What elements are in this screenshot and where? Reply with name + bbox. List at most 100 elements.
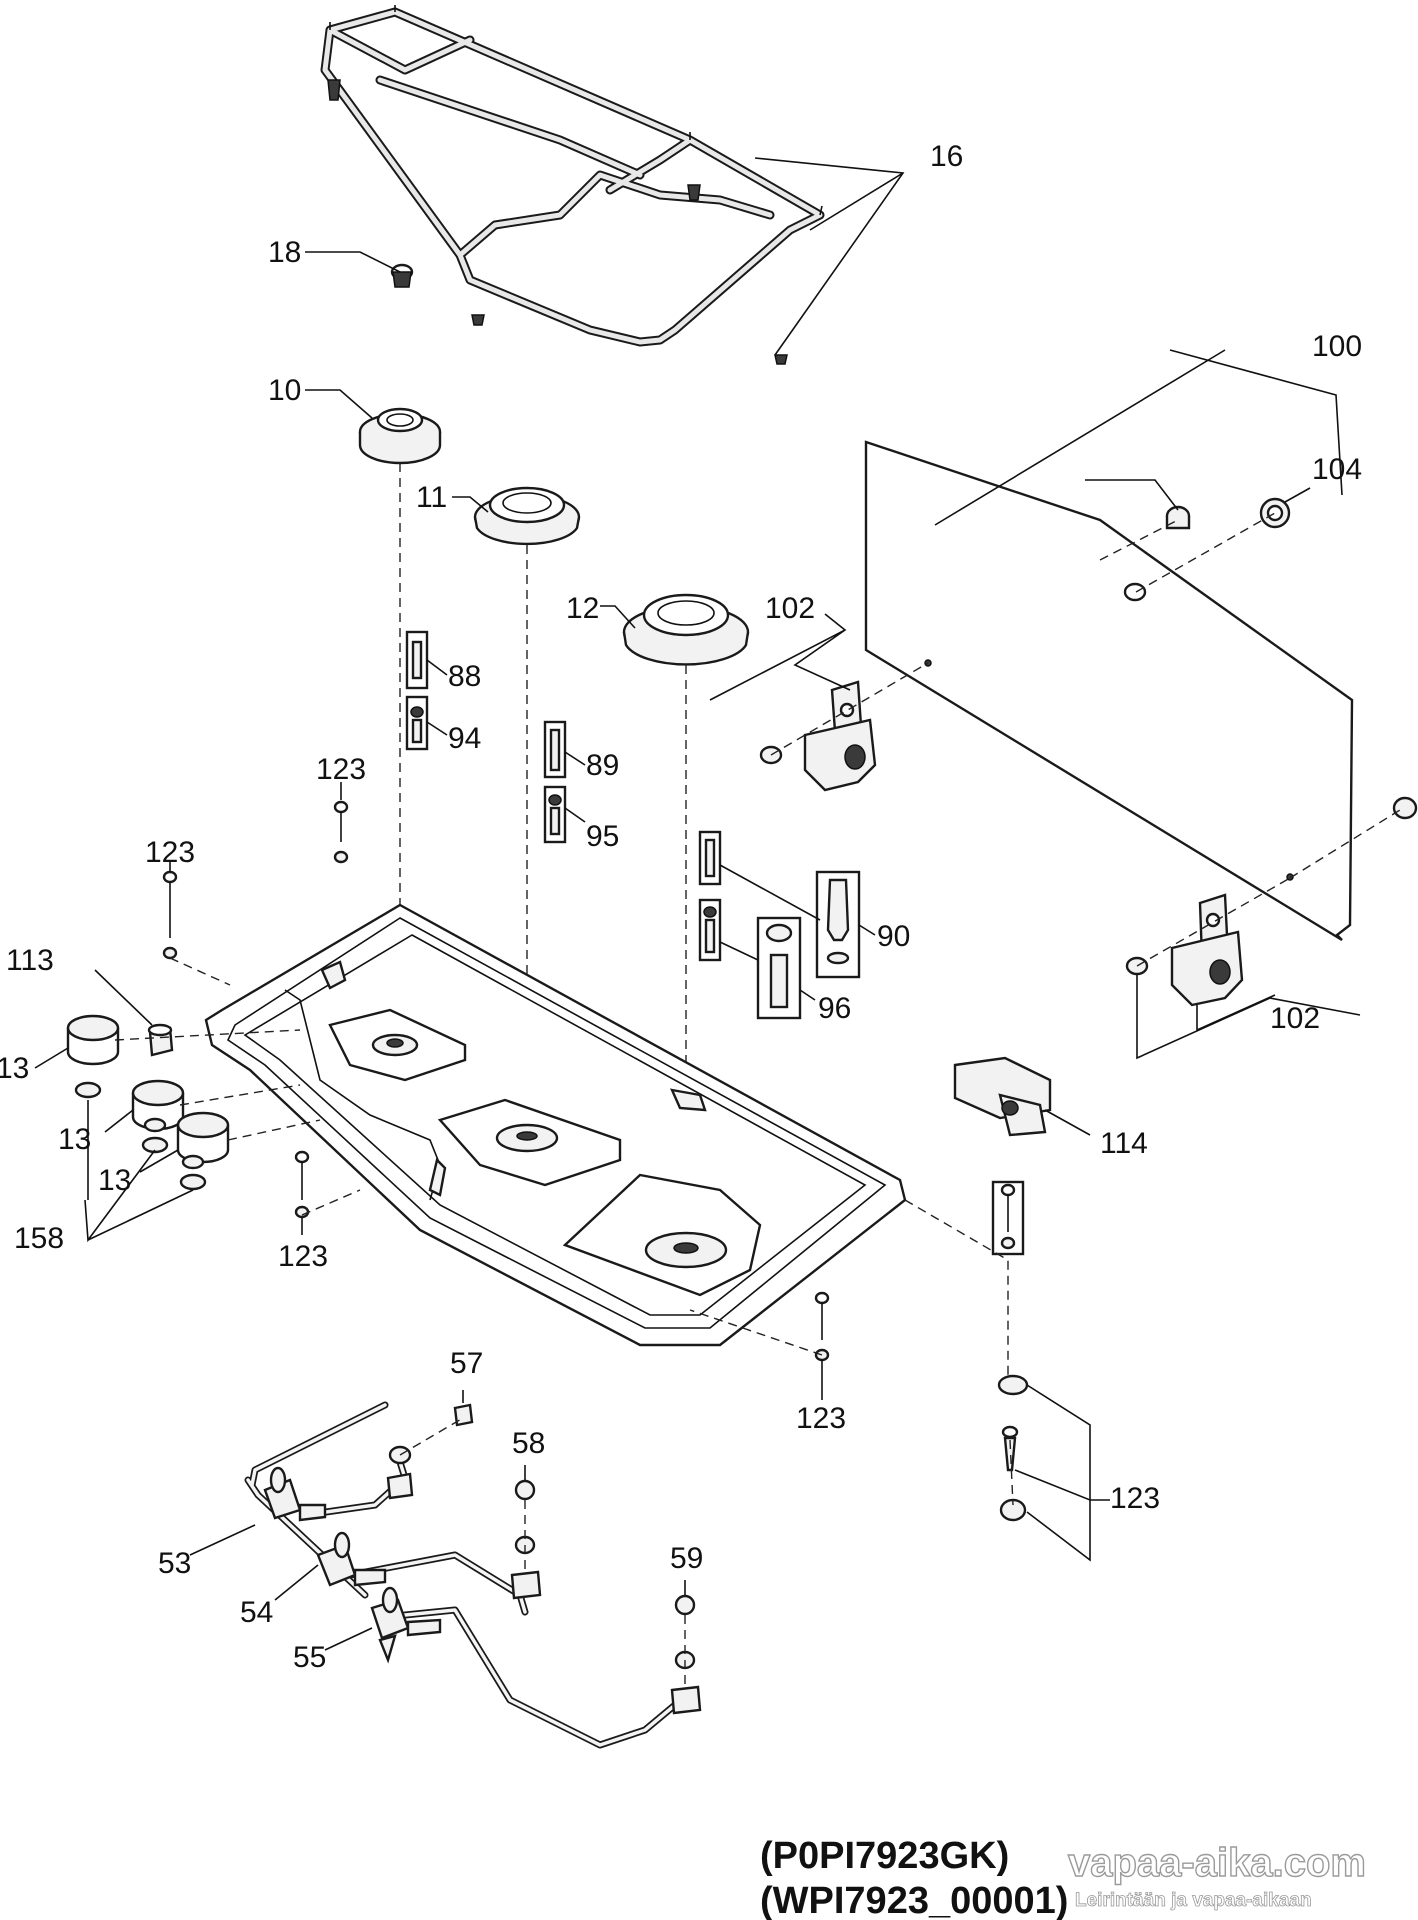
label-100: 100 (1312, 330, 1362, 363)
leader-158 (84, 1100, 194, 1243)
leader-89 (564, 751, 586, 766)
grate-foot-parts (327, 79, 788, 365)
label-16: 16 (930, 140, 963, 173)
lid-hinge-upper (803, 680, 877, 792)
knob-13-b (131, 1079, 185, 1154)
label-53: 53 (158, 1547, 191, 1580)
leader-94 (426, 721, 448, 736)
leader-88 (426, 659, 448, 676)
watermark-tagline: Leirintään ja vapaa-aikaan (1075, 1890, 1312, 1911)
screw-front (294, 1150, 310, 1219)
ignition-module-114 (953, 1056, 1052, 1137)
label-114: 114 (1100, 1127, 1148, 1160)
label-57: 57 (450, 1347, 483, 1380)
label-102-upper: 102 (765, 592, 815, 625)
leader-55 (324, 1627, 373, 1651)
leader-bumper-peg (1085, 479, 1179, 511)
screw-rear (333, 800, 349, 864)
label-95: 95 (586, 820, 619, 853)
drawing-code: (WPI7923_00001) (760, 1880, 1068, 1920)
grate-foot-3 (471, 314, 485, 326)
label-18: 18 (268, 236, 301, 269)
label-54: 54 (240, 1596, 273, 1629)
leader-96 (719, 941, 816, 1001)
label-113: 113 (6, 944, 54, 977)
injector-58 (510, 1479, 542, 1600)
label-13-c: 13 (98, 1164, 131, 1197)
screw-assembly-right (997, 1374, 1029, 1522)
label-123-front: 123 (278, 1240, 328, 1273)
grate-foot-18-loose (390, 263, 414, 288)
lid-hinge-lower (1170, 893, 1244, 1007)
axis-injector-57 (399, 1417, 464, 1456)
axis-hinge-upper (770, 662, 929, 756)
hob-tray (204, 903, 907, 1347)
label-11: 11 (416, 481, 447, 514)
leader-113 (94, 969, 153, 1026)
injector-57 (386, 1403, 474, 1500)
leader-95 (564, 807, 586, 823)
leader-102-lower (1136, 975, 1361, 1060)
thermocouple-90-large (815, 870, 861, 979)
knob-13-c (176, 1111, 230, 1191)
leader-54 (274, 1564, 319, 1601)
axis-screw-assembly (1009, 1439, 1014, 1506)
thermocouple-89 (543, 720, 567, 779)
label-102-lower: 102 (1270, 1002, 1320, 1035)
grate-foot-4 (774, 354, 788, 365)
leader-100 (934, 349, 1343, 526)
label-123-right: 123 (1110, 1482, 1160, 1515)
leader-102-upper (709, 613, 851, 701)
axis-screw-left (169, 957, 231, 986)
pan-support-grate (320, 5, 825, 347)
label-89: 89 (586, 749, 619, 782)
thermocouple-90-small (698, 830, 722, 886)
leader-13-c (139, 1149, 179, 1173)
leader-13-b (104, 1109, 134, 1133)
lid-bumper-peg (1165, 505, 1191, 530)
burner-rapid (622, 593, 750, 666)
leader-13-a (34, 1047, 69, 1069)
microswitch-knob-113 (147, 1023, 174, 1057)
leader-123-right (1014, 1384, 1110, 1562)
label-59: 59 (670, 1542, 703, 1575)
leader-104 (1284, 487, 1311, 503)
leader-18 (305, 251, 401, 273)
label-96: 96 (818, 992, 851, 1025)
leader-114 (1044, 1109, 1091, 1136)
ignition-plug-96-small (698, 898, 722, 962)
axis-screw-front (301, 1189, 361, 1216)
leader-12 (600, 605, 636, 629)
ignition-plug-94 (405, 695, 429, 751)
axis-lid-peg-lower (1289, 809, 1401, 879)
knob-13-a (66, 1014, 120, 1099)
ignition-plug-96-large (756, 916, 802, 1020)
label-13-b: 13 (58, 1123, 91, 1156)
gas-tap-55 (370, 1586, 442, 1664)
axis-bumper (1135, 512, 1276, 593)
label-58: 58 (512, 1427, 545, 1460)
leader-11 (452, 496, 489, 513)
label-123-left: 123 (145, 836, 195, 869)
axis-knobs (114, 1029, 321, 1141)
label-10: 10 (268, 374, 301, 407)
label-90: 90 (877, 920, 910, 953)
label-94: 94 (448, 722, 481, 755)
thermocouple-88 (405, 630, 429, 690)
model-code: (P0PI7923GK) (760, 1835, 1009, 1877)
label-88: 88 (448, 660, 481, 693)
ignition-plug-95 (543, 785, 567, 844)
lid-bumper-104 (1259, 497, 1291, 529)
watermark: vapaa-aika.com Leirintään ja vapaa-aikaa… (1067, 1840, 1366, 1911)
axis-screw-right (904, 1199, 1009, 1375)
burner-semi-rapid (473, 486, 581, 546)
label-123-bottom: 123 (796, 1402, 846, 1435)
grate-foot-1 (327, 79, 341, 101)
screw-bottom (814, 1291, 830, 1362)
grate-foot-2 (687, 184, 701, 201)
burner-auxiliary (358, 407, 442, 465)
label-55: 55 (293, 1641, 326, 1674)
label-104: 104 (1312, 453, 1362, 486)
watermark-site: vapaa-aika.com (1068, 1841, 1366, 1885)
